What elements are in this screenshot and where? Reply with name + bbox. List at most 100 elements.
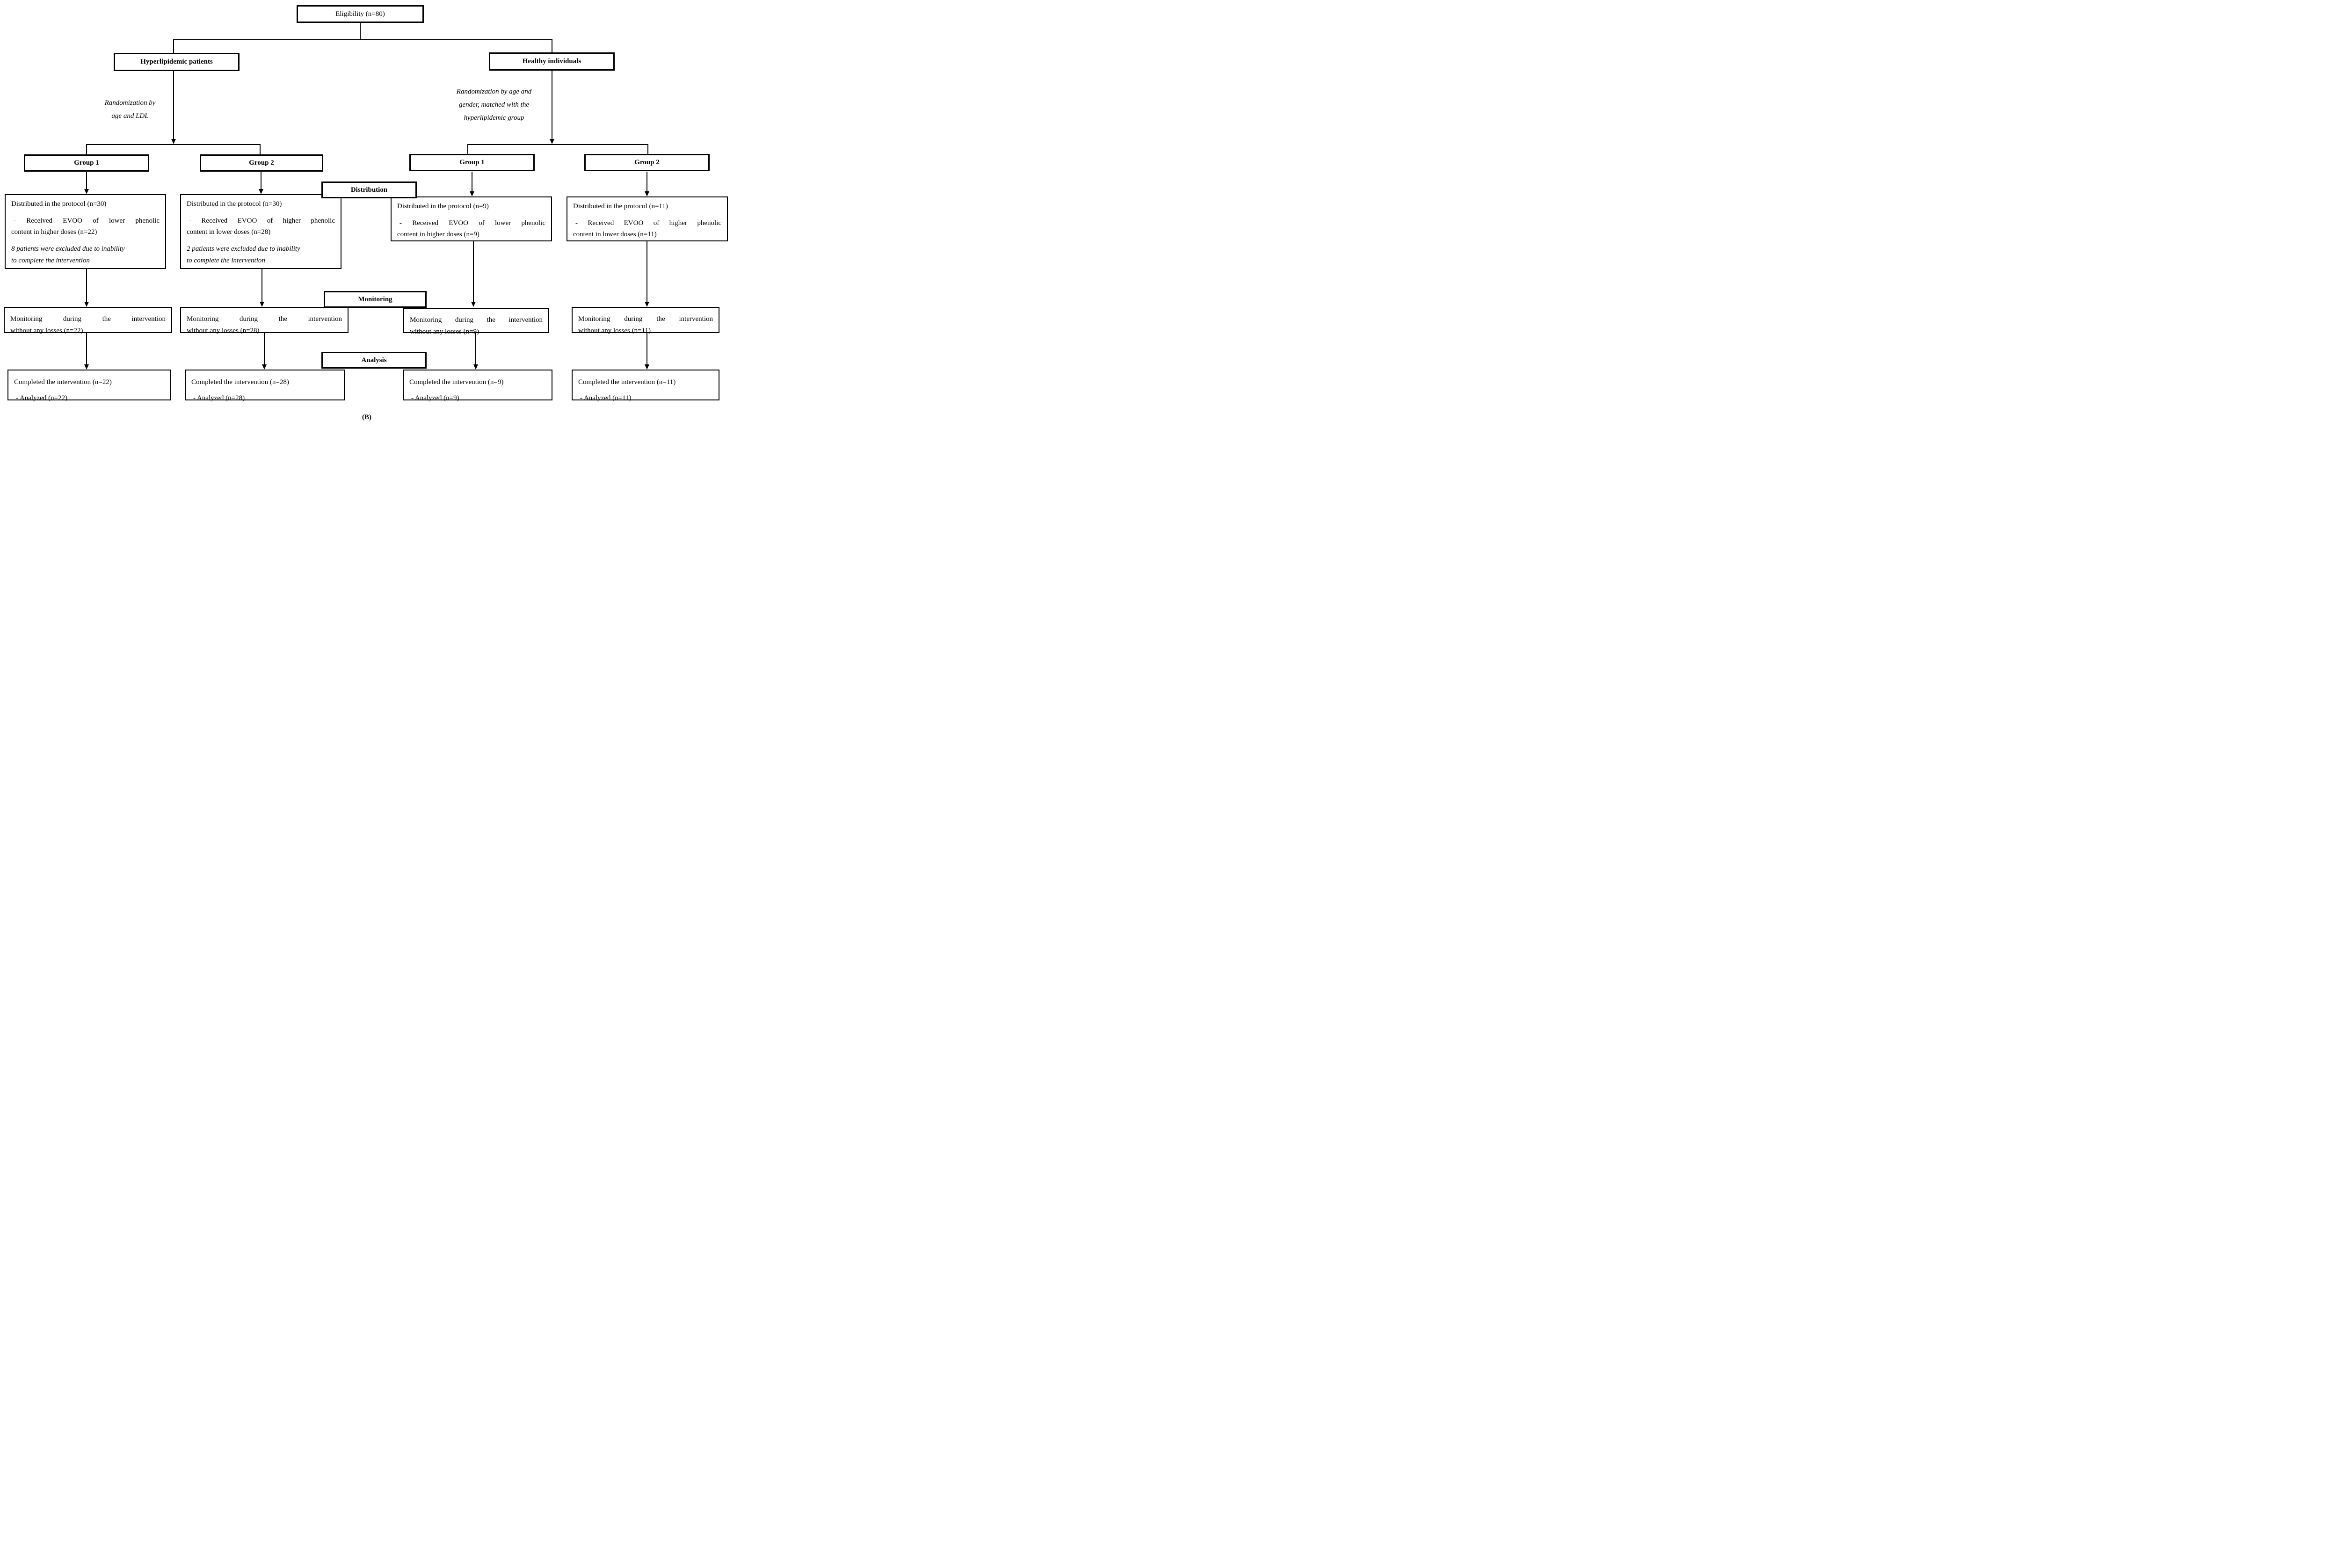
analysis-line: Completed the intervention (n=28) <box>191 378 289 386</box>
received-line: - Received EVOO of lower phenolic <box>400 219 545 227</box>
distribution-box-healthy-group1: Distributed in the protocol (n=9) - Rece… <box>391 196 552 241</box>
exclusion-line: to complete the intervention <box>11 257 90 264</box>
connector-vline <box>86 144 87 154</box>
note-line: Randomization by age and <box>456 88 532 95</box>
monitoring-line: Monitoring during the intervention <box>578 315 713 323</box>
connector-vline <box>646 172 647 192</box>
connector-vline <box>173 39 174 53</box>
arrow-down-icon <box>260 302 264 307</box>
received-line: content in higher doses (n=22) <box>11 228 97 236</box>
note-line: hyperlipidemic group <box>464 114 524 122</box>
arrow-down-icon <box>471 302 476 307</box>
monitoring-box-healthy-group1: Monitoring during the intervention witho… <box>403 308 549 335</box>
arrow-down-icon <box>262 364 267 370</box>
connector-hline <box>86 144 260 145</box>
exclusion-line: to complete the intervention <box>187 257 265 264</box>
arrow-down-icon <box>645 302 649 307</box>
connector-vline <box>473 241 474 302</box>
arrow-down-icon <box>550 139 554 144</box>
exclusion-line: 2 patients were excluded due to inabilit… <box>187 245 300 253</box>
analysis-box-hyper-group1: Completed the intervention (n=22) - Anal… <box>7 370 171 402</box>
received-line: content in lower doses (n=11) <box>573 231 657 238</box>
group2-hyperlipidemic-box: Group 2 <box>200 154 323 172</box>
distribution-stage-box: Distribution <box>321 181 417 198</box>
connector-vline <box>646 333 647 365</box>
connector-vline <box>261 172 262 189</box>
analysis-line: - Analyzed (n=28) <box>193 394 245 402</box>
monitoring-box-hyper-group2: Monitoring during the intervention witho… <box>180 307 349 334</box>
connector-vline <box>86 172 87 189</box>
arrow-down-icon <box>470 191 474 196</box>
hyperlipidemic-patients-box: Hyperlipidemic patients <box>114 53 240 71</box>
received-line: content in higher doses (n=9) <box>397 231 479 238</box>
eligibility-box: Eligibility (n=80) <box>297 5 424 23</box>
arrow-down-icon <box>84 302 89 307</box>
monitoring-line: without any losses (n=9) <box>410 328 479 335</box>
monitoring-box-healthy-group2: Monitoring during the intervention witho… <box>572 307 719 334</box>
figure-caption: (B) <box>362 414 371 421</box>
analysis-line: Completed the intervention (n=22) <box>14 378 112 386</box>
group2-label: Group 2 <box>249 159 274 167</box>
monitoring-line: Monitoring during the intervention <box>10 315 166 323</box>
monitoring-line: without any losses (n=22) <box>10 327 83 334</box>
analysis-stage-box: Analysis <box>321 352 427 369</box>
connector-vline <box>173 71 174 139</box>
arrow-down-icon <box>645 191 649 196</box>
distribution-received: - Received EVOO of lower phenolic conten… <box>397 218 545 240</box>
group1-label: Group 1 <box>74 159 99 167</box>
arrow-down-icon <box>171 139 176 144</box>
healthy-individuals-box: Healthy individuals <box>489 52 615 71</box>
monitoring-line: Monitoring during the intervention <box>187 315 342 323</box>
analysis-line: Completed the intervention (n=11) <box>578 378 676 386</box>
connector-vline <box>646 241 647 302</box>
monitoring-box-hyper-group1: Monitoring during the intervention witho… <box>4 307 172 334</box>
distribution-intro: Distributed in the protocol (n=30) <box>187 200 282 208</box>
connector-vline <box>475 333 476 365</box>
eligibility-label: Eligibility (n=80) <box>335 10 385 18</box>
arrow-down-icon <box>84 364 89 370</box>
group2-label: Group 2 <box>634 159 660 166</box>
analysis-box-healthy-group2: Completed the intervention (n=11) - Anal… <box>572 370 719 402</box>
connector-vline <box>264 333 265 365</box>
note-line: age and LDL <box>111 112 149 120</box>
distribution-intro: Distributed in the protocol (n=9) <box>397 203 489 210</box>
distribution-intro: Distributed in the protocol (n=30) <box>11 200 107 208</box>
connector-vline <box>360 23 361 39</box>
analysis-line: Completed the intervention (n=9) <box>409 378 504 386</box>
distribution-stage-label: Distribution <box>350 186 388 194</box>
distribution-box-hyper-group2: Distributed in the protocol (n=30) - Rec… <box>180 194 341 269</box>
monitoring-line: without any losses (n=28) <box>187 327 260 334</box>
group1-label: Group 1 <box>459 159 485 166</box>
arrow-down-icon <box>473 364 478 370</box>
randomization-note-left: Randomization by age and LDL <box>83 96 177 123</box>
group1-healthy-box: Group 1 <box>409 154 535 171</box>
healthy-individuals-label: Healthy individuals <box>522 58 581 65</box>
analysis-line: - Analyzed (n=9) <box>411 394 459 402</box>
note-line: Randomization by <box>104 99 156 107</box>
monitoring-stage-box: Monitoring <box>324 291 427 308</box>
received-line: - Received EVOO of lower phenolic <box>14 217 160 225</box>
distribution-box-hyper-group1: Distributed in the protocol (n=30) - Rec… <box>5 194 166 269</box>
distribution-exclusion-note: 8 patients were excluded due to inabilit… <box>11 243 160 267</box>
connector-hline <box>467 144 648 145</box>
connector-vline <box>467 144 468 154</box>
connector-vline <box>86 269 87 302</box>
monitoring-line: Monitoring during the intervention <box>410 316 543 324</box>
distribution-received: - Received EVOO of lower phenolic conten… <box>11 215 160 238</box>
analysis-box-hyper-group2: Completed the intervention (n=28) - Anal… <box>185 370 345 402</box>
received-line: content in lower doses (n=28) <box>187 228 271 236</box>
distribution-intro: Distributed in the protocol (n=11) <box>573 203 668 210</box>
distribution-box-healthy-group2: Distributed in the protocol (n=11) - Rec… <box>567 196 728 241</box>
analysis-line: - Analyzed (n=11) <box>580 394 632 402</box>
connector-hline <box>174 39 552 40</box>
received-line: - Received EVOO of higher phenolic <box>189 217 335 225</box>
group1-hyperlipidemic-box: Group 1 <box>24 154 149 172</box>
arrow-down-icon <box>645 364 649 370</box>
received-line: - Received EVOO of higher phenolic <box>575 219 721 227</box>
randomization-note-right: Randomization by age and gender, matched… <box>441 85 547 124</box>
connector-vline <box>260 144 261 154</box>
analysis-stage-label: Analysis <box>361 356 387 364</box>
monitoring-line: without any losses (n=11) <box>578 327 651 334</box>
distribution-received: - Received EVOO of higher phenolic conte… <box>187 215 335 238</box>
group2-healthy-box: Group 2 <box>584 154 710 171</box>
